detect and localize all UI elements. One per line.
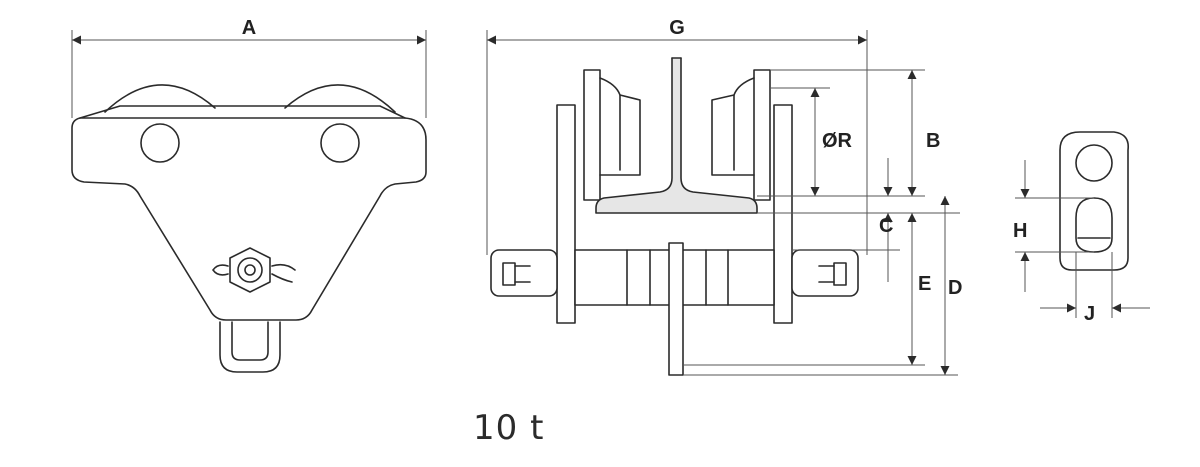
front-wheel-left — [104, 84, 216, 113]
center-hanger — [668, 242, 684, 376]
hanger-round-hole — [1075, 144, 1113, 182]
castle-nut — [229, 247, 271, 293]
hanger-plate-outline — [1059, 131, 1130, 271]
dim-H-label: H — [1013, 220, 1027, 242]
load-eye — [219, 321, 281, 373]
dim-B-label: B — [926, 130, 940, 152]
axle-end-right — [791, 249, 859, 297]
axle-end-left — [490, 249, 558, 297]
dim-C-label: C — [879, 215, 893, 237]
front-axle-hole-right — [320, 123, 360, 163]
dimension-lines — [71, 30, 1150, 376]
side-plate-left — [556, 104, 576, 324]
dim-G-label: G — [669, 17, 685, 39]
front-axle-hole-left — [140, 123, 180, 163]
front-view — [71, 84, 427, 373]
dim-D-label: D — [948, 277, 962, 299]
side-plate-right — [773, 104, 793, 324]
dim-J-label: J — [1084, 303, 1095, 325]
split-pin — [212, 263, 296, 283]
front-side-plate — [71, 117, 427, 321]
front-wheel-right — [284, 84, 396, 113]
hanger-detail — [1059, 131, 1130, 271]
dim-R-label: ØR — [822, 130, 853, 152]
side-view — [490, 57, 859, 376]
capacity-caption: 10 t — [473, 408, 545, 448]
i-beam-rail — [595, 57, 758, 214]
dim-E-label: E — [918, 273, 931, 295]
dim-A-label: A — [242, 17, 256, 39]
hanger-slot — [1075, 197, 1113, 253]
